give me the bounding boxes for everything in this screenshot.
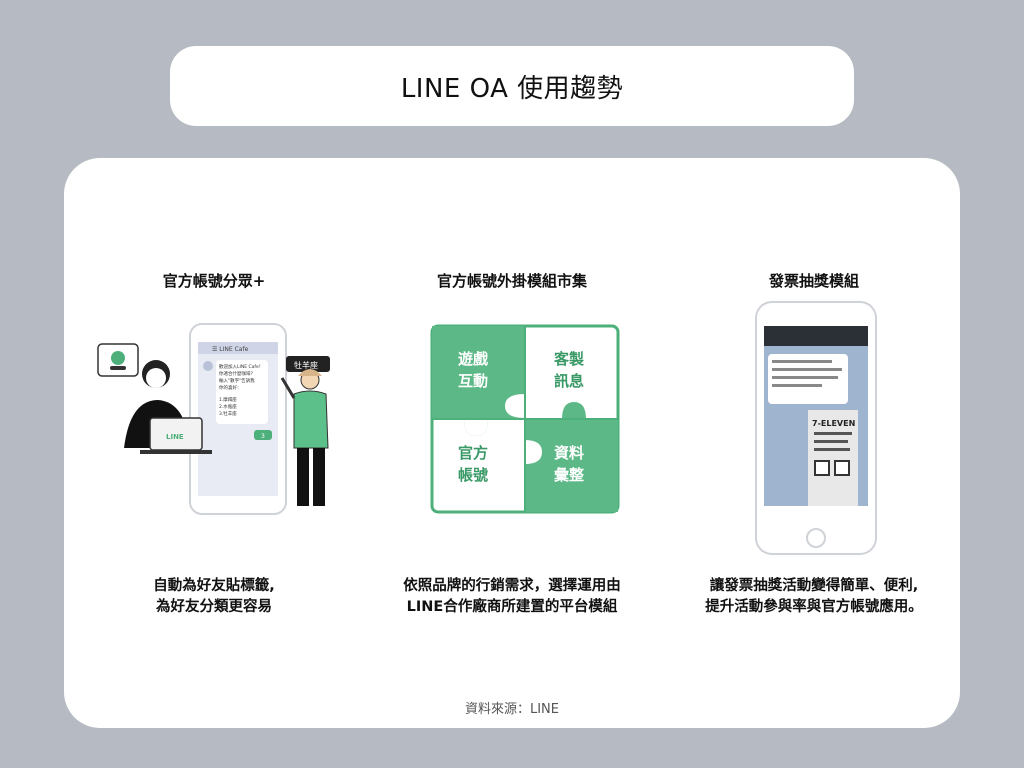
puzzle-oa-line1: 官方 [458, 444, 488, 462]
invoice-phone-illustration: 7-ELEVEN [755, 301, 877, 555]
svg-text:3: 3 [261, 433, 265, 440]
puzzle-illustration: 遊戲 互動 客製 訊息 官方 帳號 資料 彙整 [430, 324, 620, 514]
svg-text:歡迎加入LINE Cafe！: 歡迎加入LINE Cafe！ [219, 363, 263, 370]
puzzle-game-line2: 互動 [458, 372, 488, 390]
svg-text:牡羊座: 牡羊座 [294, 360, 318, 370]
puzzle-data-line1: 資料 [554, 444, 584, 462]
page-title: LINE OA 使用趨勢 [400, 73, 624, 104]
puzzle-game-line1: 遊戲 [458, 350, 489, 368]
column-desc-plugin-market: 依照品牌的行銷需求，選擇運用由 LINE合作廠商所建置的平台模組 [403, 578, 621, 615]
column-title-invoice-lottery: 發票抽獎模組 [768, 272, 859, 290]
puzzle-custom-line1: 客製 [553, 350, 584, 368]
puzzle-oa-line2: 帳號 [458, 466, 488, 484]
svg-text:你適合什麼咖啡？: 你適合什麼咖啡？ [219, 370, 255, 377]
svg-text:7-ELEVEN: 7-ELEVEN [812, 419, 855, 428]
svg-text:3.牡羊座: 3.牡羊座 [219, 410, 237, 417]
svg-text:你的喜好：: 你的喜好： [219, 384, 242, 391]
column-title-segmentation: 官方帳號分眾+ [162, 272, 266, 290]
svg-text:2.水瓶座: 2.水瓶座 [219, 403, 237, 410]
title-banner: LINE OA 使用趨勢 [170, 46, 854, 126]
content-panel: 官方帳號分眾+ ☰ LINE Cafe 歡迎加入LINE Cafe！ 你適合什麼… [64, 158, 960, 728]
svg-text:☰ LINE Cafe: ☰ LINE Cafe [212, 346, 249, 353]
column-desc-invoice-lottery: 讓發票抽獎活動變得簡單、便利, 提升活動參與率與官方帳號應用。 [705, 578, 923, 615]
svg-text:LINE: LINE [166, 433, 184, 441]
puzzle-data-line2: 彙整 [553, 466, 584, 484]
svg-text:1.摩羯座: 1.摩羯座 [219, 396, 237, 403]
source-note: 資料來源：LINE [464, 702, 559, 717]
column-title-plugin-market: 官方帳號外掛模組市集 [436, 272, 587, 290]
puzzle-custom-line2: 訊息 [554, 372, 584, 390]
column-desc-segmentation: 自動為好友貼標籤, 為好友分類更容易 [153, 578, 275, 615]
svg-text:輸入"數字"告訴我: 輸入"數字"告訴我 [219, 377, 255, 384]
segmentation-illustration: ☰ LINE Cafe 歡迎加入LINE Cafe！ 你適合什麼咖啡？ 輸入"數… [97, 323, 330, 515]
